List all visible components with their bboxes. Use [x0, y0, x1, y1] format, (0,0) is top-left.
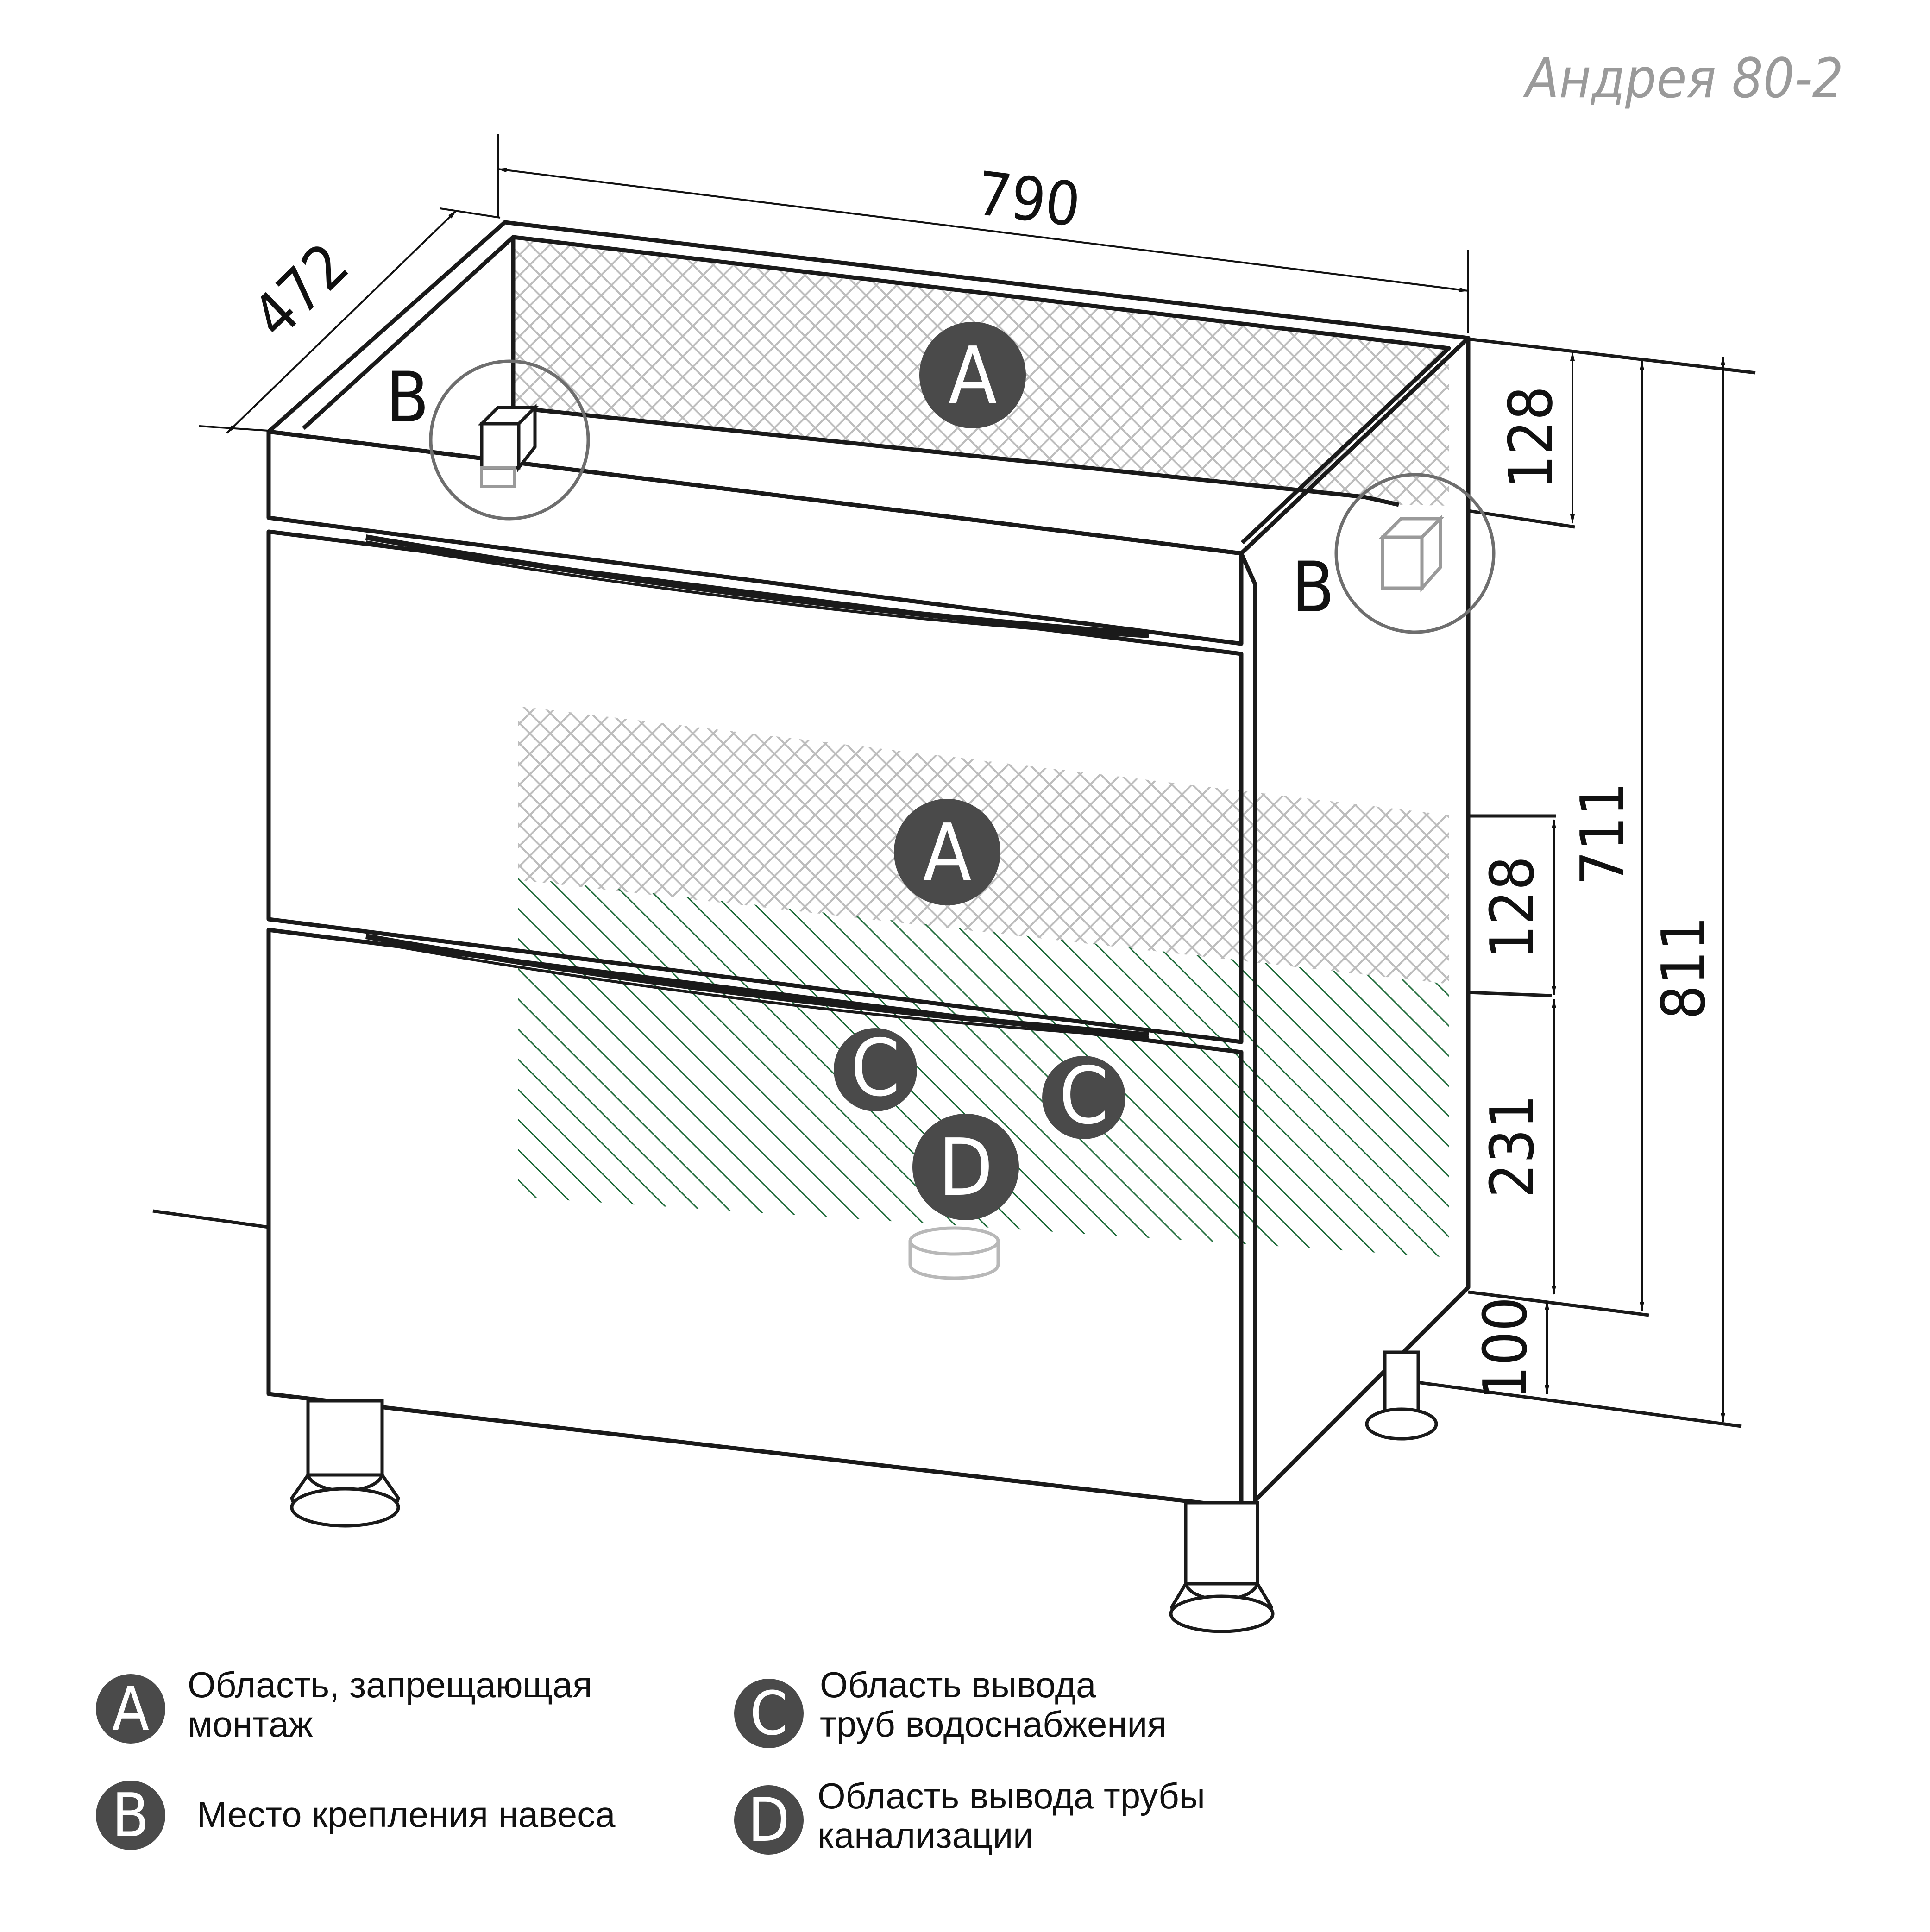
- legend-badge-b: [96, 1781, 165, 1850]
- drain-pipe: [908, 1226, 1000, 1280]
- svg-text:A: A: [112, 1674, 149, 1744]
- svg-text:D: D: [748, 1785, 790, 1855]
- dim-body-height: 711: [1567, 782, 1638, 885]
- callout-b-left: B: [386, 358, 429, 438]
- legs: [290, 1350, 1438, 1633]
- dim-width: 790: [973, 158, 1084, 240]
- water-pipe-zone: [518, 878, 1449, 1257]
- callout-b-right: B: [1292, 547, 1335, 628]
- floor-lines: [152, 337, 1756, 1428]
- svg-text:C: C: [851, 1022, 900, 1114]
- legend: A Область, запрещающая монтаж B Место кр…: [96, 1664, 1205, 1856]
- legend-d-line2: канализации: [817, 1815, 1033, 1856]
- legend-b-line1: Место крепления навеса: [197, 1794, 616, 1835]
- svg-text:B: B: [112, 1780, 149, 1850]
- legend-a-line1: Область, запрещающая: [188, 1664, 592, 1705]
- legend-item-c: C Область вывода труб водоснабжения: [734, 1664, 1167, 1749]
- hanger-mount-right: [1334, 473, 1496, 634]
- callout-a-top: A: [919, 322, 1026, 428]
- callout-c-right: C: [1042, 1050, 1125, 1142]
- dim-top-zone: 128: [1496, 386, 1566, 489]
- svg-text:A: A: [923, 807, 972, 899]
- dim-leg-height: 100: [1470, 1297, 1540, 1400]
- legend-badge-c: [734, 1679, 804, 1748]
- dimension-lines: [199, 134, 1725, 1422]
- legend-c-line1: Область вывода: [820, 1664, 1096, 1705]
- model-title: Андрея 80-2: [1522, 46, 1843, 110]
- legend-item-d: D Область вывода трубы канализации: [734, 1775, 1205, 1856]
- dim-lower-zone: 231: [1477, 1094, 1547, 1198]
- callout-a-middle: A: [894, 799, 1000, 905]
- legend-c-line2: труб водоснабжения: [820, 1704, 1167, 1744]
- svg-text:C: C: [1059, 1050, 1109, 1142]
- legend-item-b: B Место крепления навеса: [96, 1780, 616, 1850]
- legend-badge-d: [734, 1785, 804, 1855]
- svg-text:D: D: [938, 1122, 993, 1214]
- legend-d-line1: Область вывода трубы: [817, 1775, 1205, 1816]
- legend-a-line2: монтаж: [188, 1704, 313, 1744]
- svg-text:A: A: [949, 330, 997, 422]
- legend-badge-a: [96, 1674, 165, 1744]
- dim-depth: 472: [239, 229, 362, 351]
- svg-text:C: C: [750, 1678, 788, 1749]
- hanger-mount-left: [429, 359, 590, 521]
- callout-d: D: [912, 1114, 1019, 1220]
- dim-mid-zone: 128: [1477, 856, 1547, 959]
- legend-item-a: A Область, запрещающая монтаж: [96, 1664, 592, 1744]
- dim-total-height: 811: [1648, 916, 1719, 1019]
- callout-c-left: C: [834, 1022, 917, 1114]
